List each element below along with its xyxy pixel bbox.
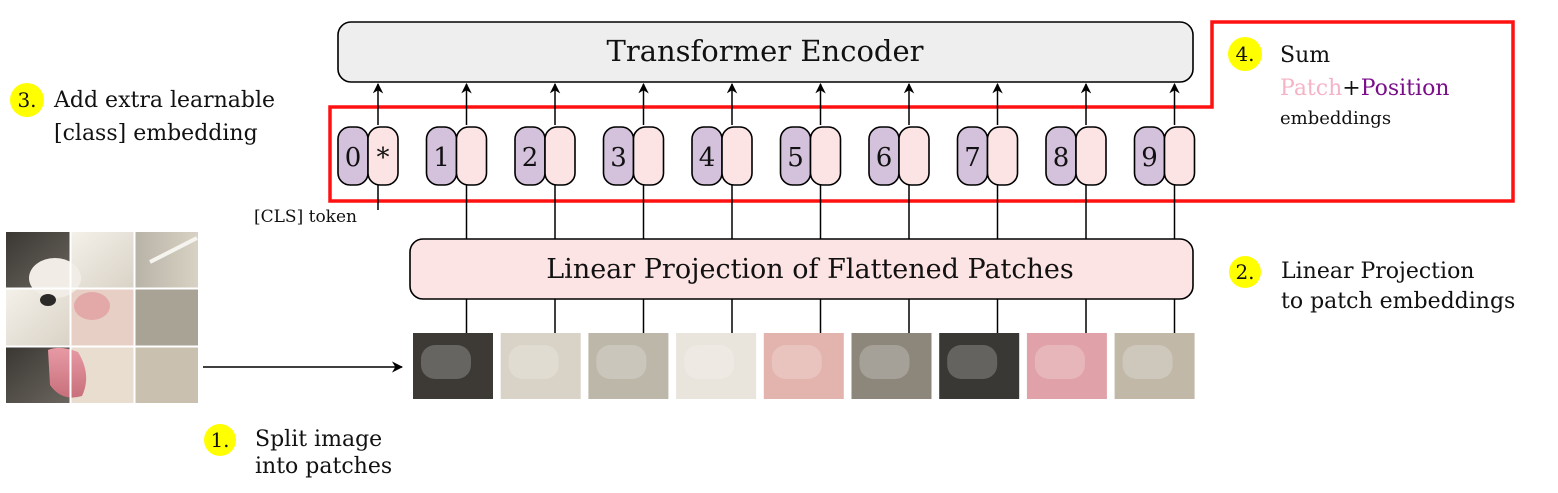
patch-embedding-8 bbox=[1075, 126, 1107, 186]
patch-texture-8 bbox=[1034, 345, 1085, 379]
step3-line1: Add extra learnable bbox=[53, 88, 275, 113]
position-index-1: 1 bbox=[433, 143, 450, 173]
patch-thumbnail-8 bbox=[1026, 333, 1107, 399]
patch-embedding-3 bbox=[632, 126, 665, 186]
step3-badge bbox=[10, 83, 44, 117]
step4-line2: Patch+Position bbox=[1280, 76, 1449, 101]
patch-texture-7 bbox=[947, 345, 998, 379]
connector-lines bbox=[372, 82, 1180, 333]
position-index-6: 6 bbox=[876, 143, 893, 173]
step2-line2: to patch embeddings bbox=[1281, 289, 1515, 314]
position-index-3: 3 bbox=[610, 143, 627, 173]
patch-thumbnail-6 bbox=[851, 333, 932, 399]
position-index-7: 7 bbox=[964, 143, 981, 173]
cls-token-label: [CLS] token bbox=[254, 207, 357, 227]
position-word: Position bbox=[1361, 76, 1450, 101]
step3-number: 3. bbox=[17, 88, 36, 112]
step4-badge bbox=[1228, 37, 1262, 71]
patch-embedding-4 bbox=[721, 126, 753, 186]
step1-badge bbox=[204, 424, 236, 456]
patch-thumbnail-7 bbox=[939, 333, 1020, 399]
sum-embeddings-frame bbox=[328, 20, 1515, 203]
step1-line2: into patches bbox=[255, 454, 392, 479]
step4-line3: embeddings bbox=[1280, 108, 1391, 129]
patch-texture-5 bbox=[771, 345, 822, 379]
cat-image-grid bbox=[6, 232, 198, 403]
linear-projection-label: Linear Projection of Flattened Patches bbox=[546, 254, 1074, 285]
patch-embedding-0 bbox=[367, 126, 399, 186]
transformer-encoder-box bbox=[337, 21, 1194, 83]
patch-thumbnail-3 bbox=[588, 333, 669, 399]
position-index-8: 8 bbox=[1053, 143, 1070, 173]
patch-texture-9 bbox=[1122, 345, 1173, 379]
linear-projection-box bbox=[409, 238, 1194, 300]
patch-thumbnail-5 bbox=[763, 333, 844, 399]
class-embedding-symbol: * bbox=[377, 143, 390, 173]
patch-thumbnail-1 bbox=[413, 333, 493, 399]
step2-badge bbox=[1229, 256, 1261, 288]
patch-texture-1 bbox=[421, 345, 471, 379]
patch-embedding-5 bbox=[809, 126, 842, 186]
position-index-4: 4 bbox=[699, 143, 716, 173]
patch-thumbnail-4 bbox=[676, 333, 757, 399]
position-index-0: 0 bbox=[345, 143, 362, 173]
patch-texture-3 bbox=[596, 345, 647, 379]
patch-embedding-9 bbox=[1163, 126, 1196, 186]
position-index-5: 5 bbox=[787, 143, 804, 173]
step2-number: 2. bbox=[1235, 260, 1254, 284]
step3-line2: [class] embedding bbox=[54, 121, 258, 146]
transformer-encoder-label: Transformer Encoder bbox=[607, 34, 924, 68]
patch-thumbnail-2 bbox=[500, 333, 581, 399]
patch-embedding-7 bbox=[986, 126, 1019, 186]
step1-number: 1. bbox=[210, 428, 229, 452]
patch-thumbnails bbox=[413, 333, 1195, 399]
step4-line1: Sum bbox=[1280, 43, 1330, 68]
patch-texture-6 bbox=[859, 345, 910, 379]
position-index-9: 9 bbox=[1141, 143, 1158, 173]
patch-word: Patch bbox=[1280, 76, 1342, 101]
patch-embedding-2 bbox=[544, 126, 576, 186]
step2-line1: Linear Projection bbox=[1281, 259, 1474, 284]
position-index-2: 2 bbox=[522, 143, 539, 173]
patch-thumbnail-9 bbox=[1114, 333, 1195, 399]
plus-sign: + bbox=[1342, 76, 1360, 101]
token-sequence: 0 * 1 2 3 4 5 6 7 8 9 bbox=[337, 126, 1196, 186]
patch-texture-4 bbox=[684, 345, 735, 379]
patch-embedding-6 bbox=[898, 126, 930, 186]
patch-embedding-1 bbox=[455, 126, 488, 186]
step1-line1: Split image bbox=[255, 427, 382, 452]
step4-number: 4. bbox=[1235, 42, 1254, 66]
patch-texture-2 bbox=[508, 345, 559, 379]
